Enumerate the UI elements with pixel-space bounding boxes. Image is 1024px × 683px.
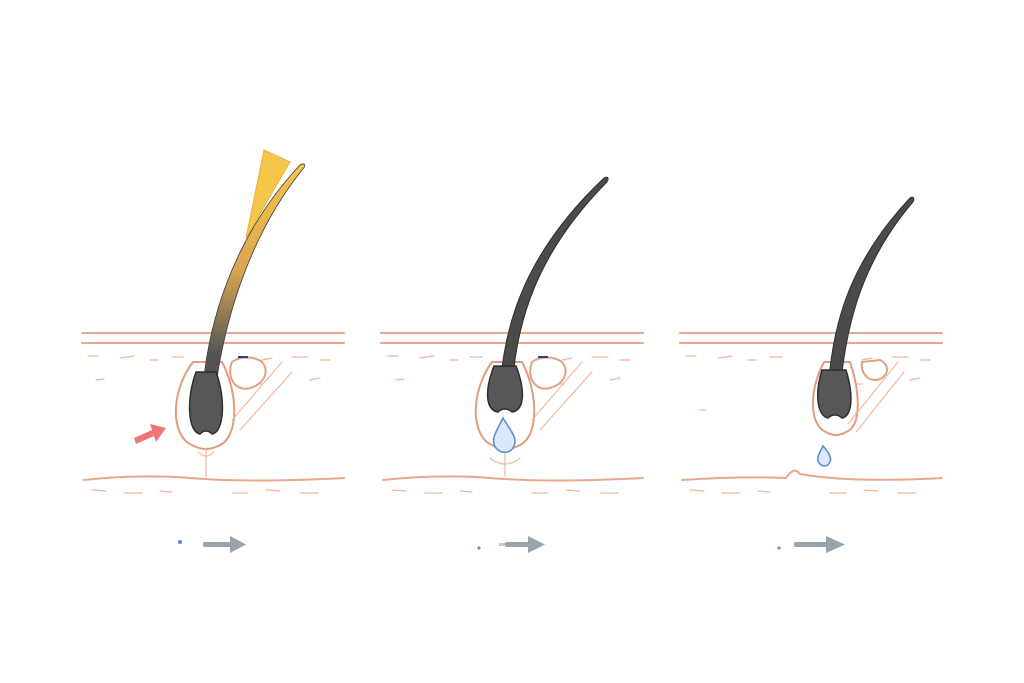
skin-layers xyxy=(679,332,943,494)
step-arrow xyxy=(777,536,845,553)
panel-3 xyxy=(679,196,943,553)
step-arrow xyxy=(477,536,545,553)
hair xyxy=(188,163,306,435)
fluid-drop xyxy=(492,416,516,454)
wax-strip xyxy=(245,149,291,239)
pointer-arrow xyxy=(134,424,166,444)
hair xyxy=(486,176,609,413)
fluid-drop xyxy=(816,444,832,467)
panel-1 xyxy=(81,149,345,553)
panel-2 xyxy=(380,176,644,553)
hair xyxy=(816,196,915,419)
step-arrow xyxy=(178,536,246,553)
sebaceous-gland xyxy=(529,356,593,431)
sebaceous-gland xyxy=(229,356,293,431)
